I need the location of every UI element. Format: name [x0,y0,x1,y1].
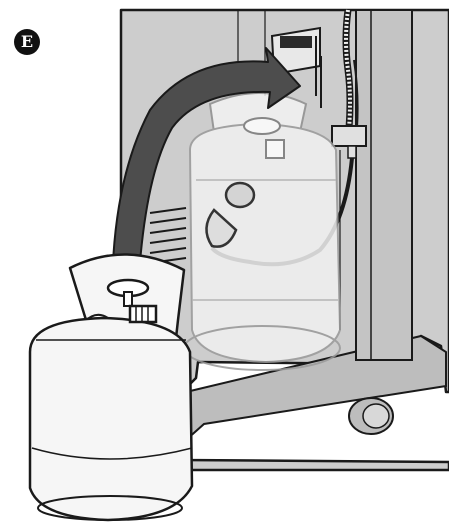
installed-tank-ghost [184,93,340,370]
step-label-badge: E [14,29,40,55]
step-label-text: E [21,32,33,51]
propane-tank [30,254,192,520]
caster-wheel [349,398,393,434]
